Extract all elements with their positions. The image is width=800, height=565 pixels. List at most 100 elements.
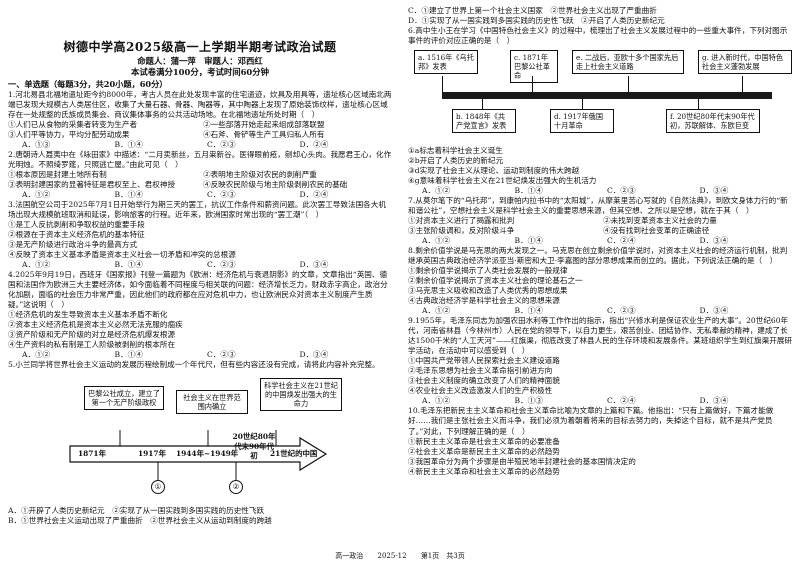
choice-d: D．③④ [699,396,729,406]
connector [482,99,483,110]
choice-b: B．①④ [514,236,543,246]
year-label: 1871年 [78,448,106,458]
question-8: 8.剩余价值学说是马克思的两大发现之一。马克思在创立剩余价值学说时，对资本主义社… [408,246,792,316]
choice-a: A．①开辟了人类历史新纪元 ②实现了从一国实践到多国实践的历史性飞跃 [8,505,265,515]
connector [582,99,583,110]
question-stem: 10.毛泽东把新民主主义革命和社会主义革命比喻为文章的上篇和下篇。他指出：“只有… [408,406,774,436]
option: ②一些部落开始走起来组成部落联盟 [203,119,325,129]
choice-d: D．③④ [699,186,729,196]
question-7: 7.从莫尔笔下的“乌托邦”，到康帕内拉书中的“太阳城”，从摩莱里苦心写就的《自然… [408,196,792,246]
choice-b: B．①④ [514,186,543,196]
page-footer: 高一政治 2025-12 第1页 共3页 [0,552,800,561]
choice-d: D．①实现了从一国实践到多国实践的历史性飞跃 ②开启了人类历史新纪元 [408,16,665,26]
choice-b: B．①③ [514,396,543,406]
question-10: 10.毛泽东把新民主主义革命和社会主义革命比喻为文章的上篇和下篇。他指出：“只有… [408,406,792,476]
option: ④新民主主义革命和社会主义革命的必然趋势 [408,466,560,476]
timeline-box-1871: 巴黎公社成立，建立了第一个无产阶级政权 [84,385,164,410]
choice-c: C．①建立了世界上第一个社会主义国家 ②世界社会主义出现了严重曲折 [408,6,657,15]
option: ②表明地主阶级对农民的剥削严重 [203,169,317,179]
option: ②剩余价值学说揭示了资本主义社会的理论基石之一 [408,276,583,286]
question-stem: 2.唐朝诗人聂夷中在《咏田家》中描述：“二月卖新丝，五月粜新谷。医得眼前疮，剜却… [8,149,392,169]
option: ①根本原因是封建土地所有制 [8,169,107,179]
timeline-bar [442,92,772,100]
choice-a: A．①② [422,396,451,406]
option: ②资本主义经济危机是资本主义必然无法克服的痼疾 [8,319,183,329]
choice-a: A．①③ [22,139,51,149]
choice-c: C．②④ [607,396,636,406]
choice-c: C．②③ [207,189,236,199]
footer-date: 2025-12 [377,551,407,560]
choice-d: D．③④ [299,349,329,359]
footer-subject: 高一政治 [335,551,364,560]
event-box-d: d. 1917年俄国十月革命 [550,109,614,134]
choice-a: A．①② [422,306,451,316]
option: ③d实现了社会主义从理论、运动到制度的伟大跨越 [408,166,580,176]
event-box-e: e. 二战后，亚欧十多个国家先后走上社会主义道路 [572,50,684,75]
choice-d: D．③④ [299,259,329,269]
question-stem: 1.河北易县北福地遗址距今约8000年，考古人员在此处发现丰富的住宅遗迹，炊具及… [8,89,392,119]
connector [628,76,629,93]
timeline-box-21c: 科学社会主义在21世纪的中国焕发出强大的生命力 [260,377,342,411]
question-stem: 7.从莫尔笔下的“乌托邦”，到康帕内拉书中的“太阳城”，从摩莱里苦心写就的《自然… [408,196,788,216]
option: ②社会主义革命是新民主主义革命的必然趋势 [408,446,560,456]
connector [742,76,743,93]
option: ④g意味着科学社会主义在21世纪焕发出强大的生机活力 [408,176,597,186]
question-2: 2.唐朝诗人聂夷中在《咏田家》中描述：“二月卖新丝，五月粜新谷。医得眼前疮，剜却… [8,150,392,200]
choice-a: A．①② [22,259,51,269]
connector [532,76,533,93]
event-box-f: f. 20世纪80年代末90年代初，苏联解体、东欧巨变 [666,109,760,134]
option: ④没有找到社会变革的正确途径 [603,226,710,236]
right-column: C．①建立了世界上第一个社会主义国家 ②世界社会主义出现了严重曲折 D．①实现了… [408,6,792,477]
choice-c: C．②③ [607,306,636,316]
option: ③人们平等协力，平均分配劳动成果 [8,129,130,139]
timeline-box-1949: 社会主义在世界范围内确立 [176,389,248,414]
option: ①剩余价值学说揭示了人类社会发展的一般规律 [408,266,568,276]
question-1: 1.河北易县北福地遗址距今约8000年，考古人员在此处发现丰富的住宅遗迹，炊具及… [8,90,392,150]
section-heading: 一、单选题（每题3分，共20小题，60分） [8,78,168,89]
events-timeline-diagram: a. 1516年《乌托邦》发表 c. 1871年巴黎公社革命 e. 二战后，亚欧… [408,48,792,144]
choice-b: B．①④ [114,349,143,359]
connector [442,76,443,93]
question-5: 5.小兰同学将世界社会主义运动的发展历程绘制成一个年代尺，但有些内容还没有完成，… [8,360,392,526]
question-stem: 8.剩余价值学说是马克思的两大发现之一。马克思在创立剩余价值学说时，对资本主义社… [408,246,788,266]
event-box-b: b. 1848年《共产党宣言》发表 [452,109,516,134]
choice-b: B．①④ [514,306,543,316]
question-stem: 6.高中生小王在学习《中国特色社会主义》的过程中，梳理出了社会主义发展过程中的一… [408,26,788,46]
timeline-arrow [69,429,328,480]
question-stem: 5.小兰同学将世界社会主义运动的发展历程绘制成一个年代尺，但有些内容还没有完成，… [8,359,380,369]
question-stem: 4.2025年9月19日，西班牙《国家报》刊登一篇题为《欧洲：经济危机与衰退阴影… [8,269,388,309]
choice-c: C．②③ [207,259,236,269]
choice-d: D．②④ [299,139,329,149]
option: ①人们已从食物的采集者转变为生产者 [8,119,138,129]
choice-d: D．③④ [699,306,729,316]
year-label: 21世纪的中国 [270,448,318,458]
choice-b: B．①④ [114,139,143,149]
question-stem: 3.法国航空公司于2025年7月1日开始举行为期三天的罢工，抗议工作条件和薪资问… [8,199,386,219]
question-4: 4.2025年9月19日，西班牙《国家报》刊登一篇题为《欧洲：经济危机与衰退阴影… [8,270,392,360]
question-9: 9.1955年，毛泽东同志为加强农田水利等工作作出的指示，指出“兴修水利是保证农… [408,316,792,406]
option: ④反映农民阶级与地主阶级剥削农民的基础 [203,179,348,189]
question-3: 3.法国航空公司于2025年7月1日开始举行为期三天的罢工，抗议工作条件和薪资问… [8,200,392,270]
option: ②未找到变革资本主义社会的力量 [603,216,717,226]
event-box-c: c. 1871年巴黎公社革命 [510,50,558,84]
option: ②毛泽东思想为社会主义革命指引前进方向 [408,366,553,376]
option: ①新民主主义革命是社会主义革命的必要准备 [408,436,560,446]
footer-page: 第1页 共3页 [420,551,465,560]
choice-d: D．③④ [699,236,729,246]
blank-marker-1: ① [151,479,165,494]
option: ③表明封建国家的显著特征是君权至上、君权神授 [8,179,176,189]
question-stem: 9.1955年，毛泽东同志为加强农田水利等工作作出的指示，指出“兴修水利是保证农… [408,316,792,356]
choice-b: B．①世界社会主义运动出现了严重曲折 ②世界社会主义从运动到制度的跨越 [8,515,272,525]
year-label: 1917年 [138,448,166,458]
choice-a: A．①② [22,189,51,199]
option: ④农业社会主义改造激发人们的生产积极性 [408,386,553,396]
option: ④古典政治经济学是科学社会主义的思想来源 [408,296,560,306]
option: ①是工人反抗剥削和争取权益的重要手段 [8,219,145,229]
choice-b: B．①④ [114,259,143,269]
blank-marker-2: ② [229,479,243,494]
event-box-g: g. 进入新时代，中国特色社会主义蓬勃发展 [698,50,792,75]
option: ③是无产阶级进行政治斗争的最高方式 [8,239,138,249]
year-label: 20世纪80年代末90年代初 [232,431,276,461]
option: ③资产阶级和无产阶级的对立是经济危机爆发根源 [8,329,176,339]
